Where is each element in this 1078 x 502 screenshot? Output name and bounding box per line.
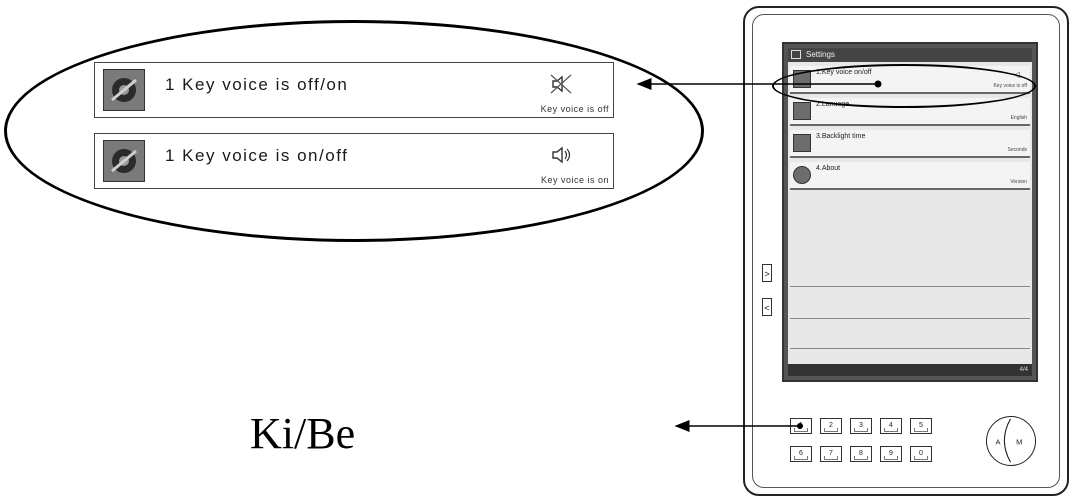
key-button-2[interactable]: 2 bbox=[820, 418, 842, 434]
key-button-0[interactable]: 0 bbox=[910, 446, 932, 462]
info-icon bbox=[793, 166, 811, 184]
key-button-6[interactable]: 6 bbox=[790, 446, 812, 462]
prev-page-side-button[interactable]: < bbox=[762, 298, 772, 316]
highlight-ellipse bbox=[772, 64, 1036, 108]
zoom-setting-row-key-voice-off: 1 Key voice is off/on Key voice is off bbox=[94, 62, 614, 118]
menu-item-value: Version bbox=[1010, 179, 1027, 185]
navigation-dpad[interactable]: A M bbox=[986, 416, 1036, 466]
menu-item-value: English bbox=[1010, 115, 1027, 121]
dpad-left-label: A bbox=[995, 437, 1000, 446]
speaker-on-icon bbox=[552, 146, 571, 164]
key-button-5[interactable]: 5 bbox=[910, 418, 932, 434]
menu-item-label: 3.Backlight time bbox=[816, 133, 866, 140]
zoom-row-title: 1 Key voice is on/off bbox=[165, 146, 349, 165]
divider bbox=[790, 286, 1030, 287]
menu-item-backlight[interactable]: 3.Backlight time Seconds bbox=[790, 130, 1030, 158]
device-inner-border bbox=[752, 14, 1060, 488]
settings-gear-icon bbox=[103, 69, 145, 111]
key-button-4[interactable]: 4 bbox=[880, 418, 902, 434]
divider bbox=[790, 318, 1030, 319]
menu-item-about[interactable]: 4.About Version bbox=[790, 162, 1030, 190]
screen-title: Settings bbox=[806, 50, 835, 59]
dpad-right-label: M bbox=[1016, 437, 1022, 446]
key-button-7[interactable]: 7 bbox=[820, 446, 842, 462]
zoom-row-status: Key voice is on bbox=[540, 175, 609, 185]
screen-header: Settings bbox=[788, 48, 1032, 62]
next-page-side-button[interactable]: > bbox=[762, 264, 772, 282]
settings-gear-icon bbox=[103, 140, 145, 182]
menu-item-label: 4.About bbox=[816, 165, 841, 172]
page-indicator: 4/4 bbox=[1019, 367, 1028, 373]
backlight-icon bbox=[793, 134, 811, 152]
zoom-setting-row-key-voice-on: 1 Key voice is on/off Key voice is on bbox=[94, 133, 614, 189]
language-icon bbox=[793, 102, 811, 120]
screen-footer: 4/4 bbox=[788, 364, 1032, 376]
zoom-row-title: 1 Key voice is off/on bbox=[165, 75, 349, 94]
key-button-3[interactable]: 3 bbox=[850, 418, 872, 434]
divider bbox=[790, 348, 1030, 349]
key-button-8[interactable]: 8 bbox=[850, 446, 872, 462]
button-label: Ki/Be bbox=[250, 409, 356, 458]
key-button-9[interactable]: 9 bbox=[880, 446, 902, 462]
key-button-1[interactable]: 1 bbox=[790, 418, 812, 434]
menu-item-value: Seconds bbox=[1007, 147, 1027, 153]
zoom-row-status: Key voice is off bbox=[540, 104, 609, 114]
dpad-divider-icon: A M bbox=[995, 418, 1022, 463]
zoom-callout-ellipse bbox=[4, 20, 704, 242]
speaker-muted-icon bbox=[550, 74, 572, 94]
settings-icon bbox=[791, 50, 801, 59]
